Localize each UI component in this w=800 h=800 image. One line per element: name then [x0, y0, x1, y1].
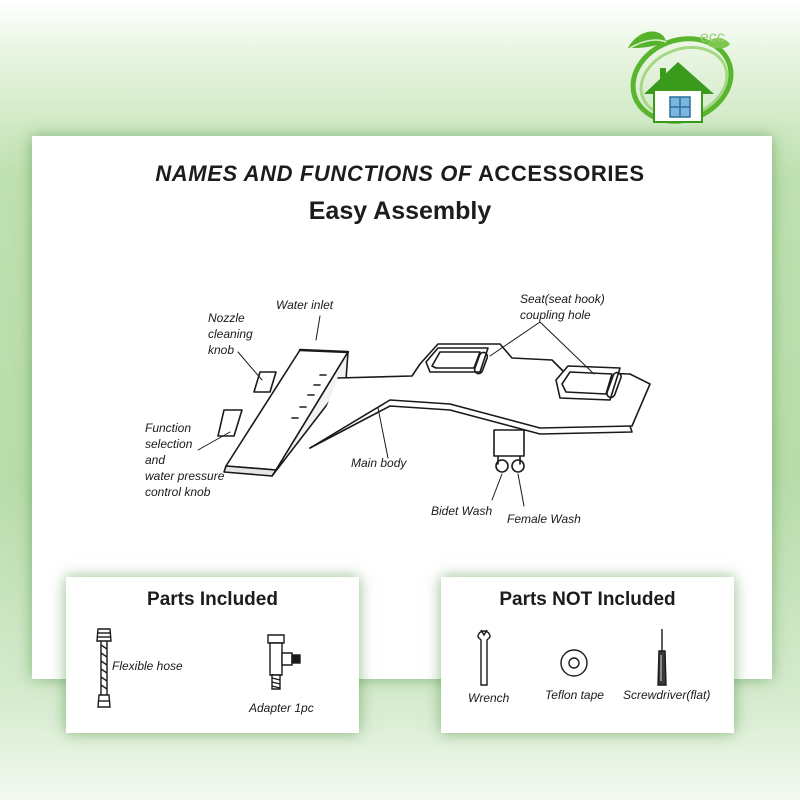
wrench-icon: [477, 629, 491, 686]
label-nozzle-cleaning-knob: Nozzle cleaning knob: [208, 311, 253, 357]
title-italic-part: NAMES AND FUNCTIONS OF: [155, 161, 473, 186]
svg-text:ecc: ecc: [700, 29, 725, 46]
screwdriver-icon: [657, 629, 667, 686]
teflon-tape-icon: [560, 649, 588, 677]
adapter-icon: [267, 634, 301, 690]
part-label-wrench: Wrench: [468, 691, 510, 705]
label-main-body: Main body: [351, 456, 407, 470]
part-label-flexible-hose: Flexible hose: [112, 659, 183, 673]
parts-not-included-title: Parts NOT Included: [499, 589, 676, 610]
part-label-screwdriver: Screwdriver(flat): [623, 688, 711, 702]
page-subtitle: Easy Assembly: [308, 197, 492, 225]
part-label-teflon-tape: Teflon tape: [545, 688, 604, 702]
bidet-attachment-drawing: [197, 315, 651, 507]
title-regular-part: ACCESSORIES: [477, 161, 645, 186]
parts-included-card: Parts Included Flexible hose Adapter 1pc: [66, 577, 359, 733]
label-seat-coupling-hole: Seat(seat hook) coupling hole: [520, 292, 605, 322]
label-bidet-wash: Bidet Wash: [431, 504, 493, 518]
label-function-selection-knob: Function selection and water pressure co…: [145, 421, 225, 499]
parts-not-included-card: Parts NOT Included Wrench Teflon tape Sc…: [441, 577, 734, 733]
flexible-hose-icon: [96, 628, 112, 708]
label-water-inlet: Water inlet: [276, 298, 334, 312]
parts-included-title: Parts Included: [147, 589, 278, 610]
eco-house-logo-icon: ecc: [628, 29, 734, 124]
part-label-adapter: Adapter 1pc: [249, 701, 314, 715]
label-female-wash: Female Wash: [507, 512, 581, 526]
page-title: NAMES AND FUNCTIONS OF ACCESSORIES: [0, 161, 800, 187]
